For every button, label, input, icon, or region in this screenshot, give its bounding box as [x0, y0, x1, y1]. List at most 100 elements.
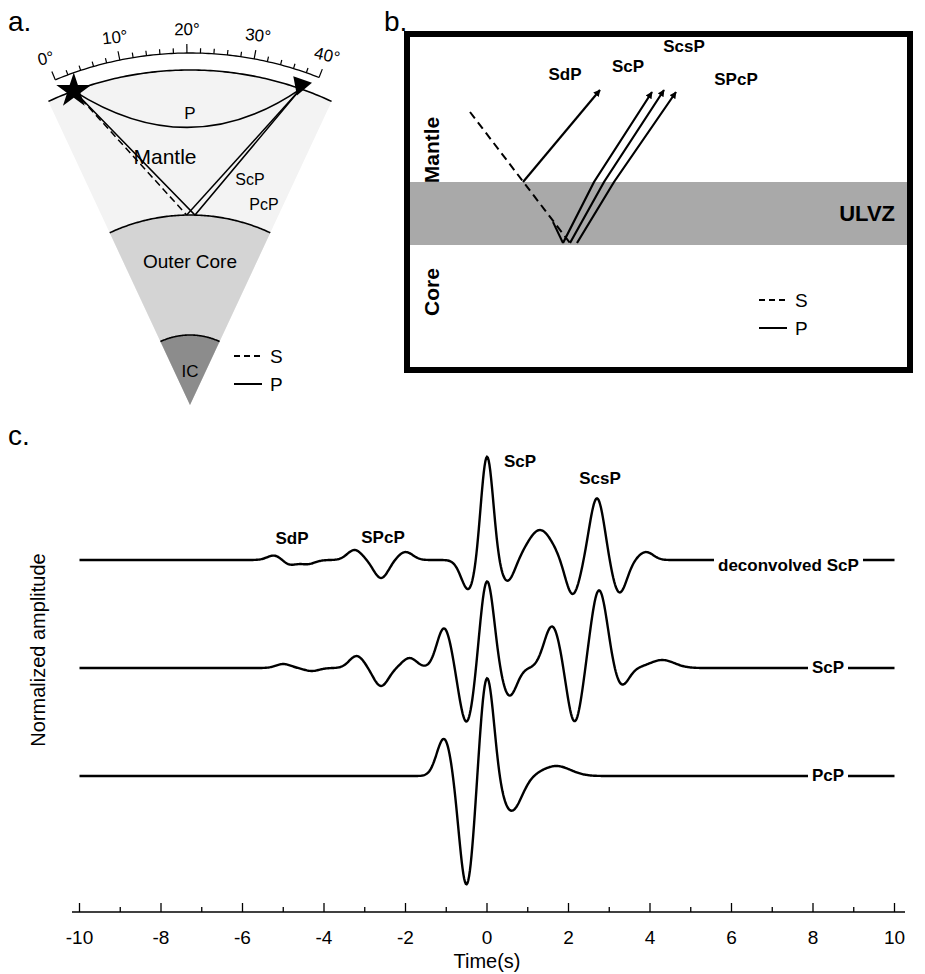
ruler-tick: [92, 62, 93, 67]
tick-label: 4: [645, 928, 656, 948]
axis-tick: [853, 907, 854, 912]
axis-tick: [772, 907, 773, 912]
legend-entry: S: [233, 345, 283, 367]
trace-name: deconvolved ScP: [714, 556, 863, 576]
trace-name: PcP: [808, 766, 848, 786]
axis-label: Time(s): [453, 951, 520, 972]
axis-tick: [609, 907, 610, 912]
axis-tick: [731, 903, 732, 912]
tick-label: 10: [884, 928, 905, 948]
phase-label: ScP: [612, 58, 644, 76]
ruler-tick: [294, 64, 295, 69]
p-ray: [523, 90, 600, 182]
axis-tick: [690, 907, 691, 912]
ruler-tick: [306, 68, 308, 73]
tick-label: -6: [234, 928, 251, 948]
ruler-tick: [79, 66, 81, 71]
region-label: Mantle: [133, 146, 196, 168]
phase-label: ScP: [235, 172, 264, 189]
seismogram-trace: [80, 581, 895, 721]
legend-entry: P: [758, 317, 808, 339]
ruler-tick: [213, 49, 215, 54]
tick-label: 0: [482, 928, 493, 948]
dashed-line-sample: [233, 345, 263, 367]
axis-tick: [323, 903, 324, 912]
panel-letter: a.: [8, 7, 31, 36]
trace-phase-label: ScsP: [579, 470, 621, 488]
time-axis: [72, 911, 905, 913]
seismogram-trace: [80, 678, 895, 884]
solid-line-sample: [233, 373, 263, 395]
region-label: Core: [421, 268, 443, 316]
solid-line-sample: [758, 317, 788, 339]
tick-label: 6: [726, 928, 737, 948]
tick-label: -2: [397, 928, 414, 948]
panel-letter: c.: [8, 421, 30, 450]
phase-label: SdP: [548, 66, 581, 84]
ruler-tick: [132, 53, 134, 58]
axis-tick: [120, 907, 121, 912]
ruler-tick: [200, 48, 201, 53]
pcp-ray: [74, 89, 301, 215]
seismogram-trace: [80, 457, 895, 594]
p-ray: [577, 92, 676, 243]
phase-label: SPcP: [714, 71, 757, 89]
ruler-tick: [186, 44, 187, 53]
scp-p-leg-ray: [187, 89, 301, 215]
phase-label: PcP: [249, 197, 278, 214]
ruler-tick: [254, 50, 256, 59]
ulvz-layer: ULVZ: [410, 182, 907, 245]
icb-arc: [160, 335, 219, 342]
distance-ruler: [55, 53, 319, 80]
axis-tick: [283, 907, 284, 912]
ruler-tick: [66, 70, 68, 75]
axis-tick: [812, 903, 813, 912]
tick-label: -8: [153, 928, 170, 948]
p-ray: [563, 92, 652, 243]
p-ray: [74, 89, 301, 128]
axis-tick: [894, 903, 895, 912]
dashed-line-sample: [758, 289, 788, 311]
region-label: IC: [182, 363, 199, 381]
ruler-tick: [173, 48, 174, 53]
degree-label: 20°: [174, 21, 200, 39]
ruler-tick: [105, 58, 106, 63]
tick-label: 8: [808, 928, 819, 948]
ruler-tick: [240, 52, 242, 57]
phase-label: P: [184, 105, 195, 123]
axis-tick: [527, 907, 528, 912]
axis-tick: [568, 903, 569, 912]
axis-label: Normalized amplitude: [28, 553, 49, 746]
axis-tick: [242, 903, 243, 912]
p-ray: [570, 90, 664, 243]
ruler-tick: [145, 51, 147, 56]
trace-phase-label: SdP: [275, 530, 308, 548]
axis-tick: [160, 903, 161, 912]
region-label: Mantle: [421, 117, 443, 184]
earth-section: [48, 44, 331, 405]
legend-text: S: [795, 291, 808, 310]
ruler-tick: [52, 71, 55, 79]
ruler-tick: [159, 49, 161, 54]
degree-label: 40°: [313, 45, 342, 68]
cmb-arc: [110, 215, 271, 233]
mantle-region: [48, 70, 331, 405]
ruler-tick: [118, 51, 120, 60]
degree-label: 0°: [36, 48, 56, 69]
axis-tick: [486, 903, 487, 912]
ruler-tick: [281, 60, 282, 65]
outer-core-region: [110, 215, 271, 405]
degree-label: 10°: [101, 27, 129, 48]
ulvz-sketch: [407, 34, 910, 370]
axis-tick: [364, 907, 365, 912]
axis-tick: [201, 907, 202, 912]
s-ray: [470, 112, 570, 243]
axis-tick: [446, 907, 447, 912]
ruler-tick: [319, 69, 322, 77]
ruler-tick: [267, 57, 268, 62]
legend-text: P: [795, 319, 808, 338]
trace-phase-label: SPcP: [361, 529, 404, 547]
axis-tick: [405, 903, 406, 912]
axis-tick: [649, 903, 650, 912]
